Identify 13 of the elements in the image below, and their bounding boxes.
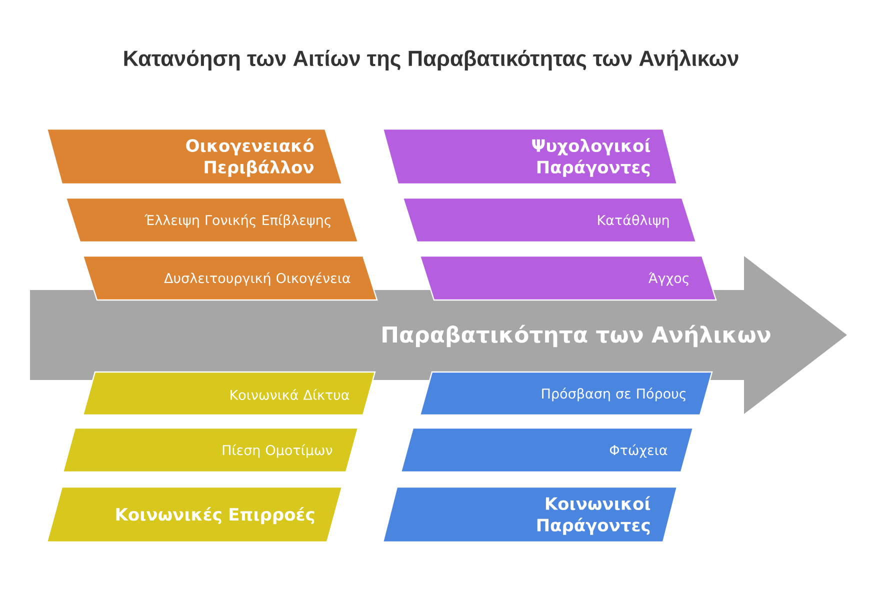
category-parallelogram: Οικογενειακό Περιβάλλον (46, 128, 343, 185)
cause-parallelogram: Πρόσβαση σε Πόρους (419, 371, 713, 416)
cause-parallelogram: Πίεση Ομοτίμων (62, 427, 359, 473)
cause-parallelogram: Κατάθλιψη (402, 197, 697, 243)
category-parallelogram: Ψυχολογικοί Παράγοντες (382, 128, 678, 185)
cause-parallelogram: Άγχος (419, 255, 717, 301)
cause-parallelogram: Δυσλειτουργική Οικογένεια (82, 255, 378, 301)
category-parallelogram: Κοινωνικοί Παράγοντες (382, 486, 678, 543)
diagram-title: Κατανόηση των Αιτίων της Παραβατικότητας των Ανήλικων (124, 50, 738, 70)
category-parallelogram: Κοινωνικές Επιρροές (46, 486, 343, 543)
cause-parallelogram: Κοινωνικά Δίκτυα (82, 371, 376, 416)
cause-parallelogram: Φτώχεια (400, 427, 694, 473)
cause-parallelogram: Έλλειψη Γονικής Επίβλεψης (65, 197, 359, 243)
